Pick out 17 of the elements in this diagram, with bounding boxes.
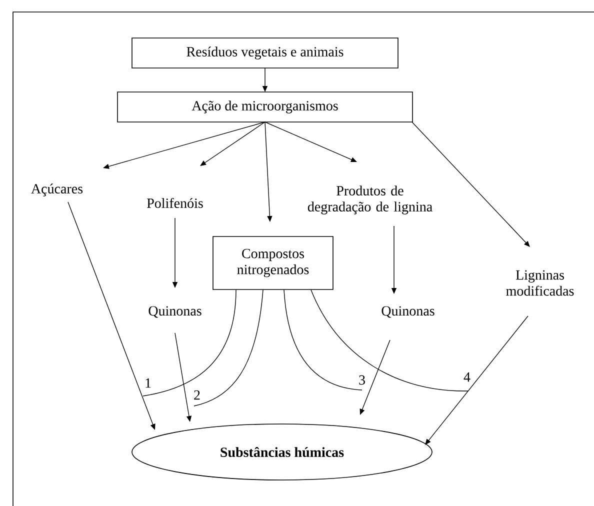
product-label: Quinonas [382,306,434,318]
product-label: Açúcares [31,184,83,196]
process-box: Ação de microorganismos [117,92,413,122]
edge-label: 4 [462,371,472,383]
edge-label: 3 [358,374,366,386]
process-box: Resíduos vegetais e animais [132,38,398,68]
arrow [425,316,528,445]
product-label: Produtos de degradação de lignina [308,186,432,214]
product-label: Ligninas modificadas [506,270,574,296]
edge-label: 1 [144,377,152,389]
arrow [264,122,357,162]
product-label: Polifenóis [147,198,203,208]
process-box: Compostos nitrogenados [212,236,334,290]
arrow [412,122,530,247]
arrow [200,122,266,166]
product-label: Quinonas [148,306,202,318]
edge-label: 2 [192,389,202,401]
